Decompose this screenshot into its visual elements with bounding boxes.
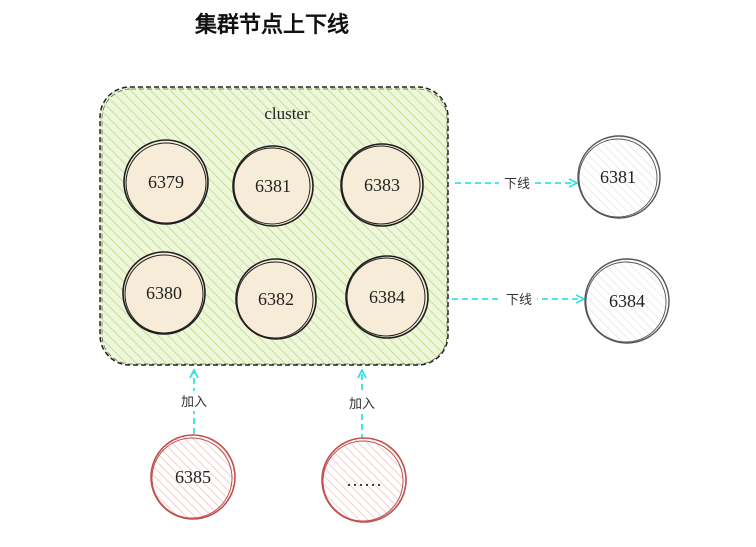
offline-label: 下线 <box>504 177 530 192</box>
joining-node: …… <box>321 437 407 523</box>
cluster-node-label: 6380 <box>146 283 182 303</box>
joining-node-label: …… <box>346 470 382 490</box>
cluster-node: 6382 <box>235 258 317 340</box>
join-arrow: 加入 <box>174 371 214 434</box>
cluster-node: 6380 <box>122 251 206 335</box>
cluster-node-label: 6383 <box>364 175 400 195</box>
join-label: 加入 <box>349 397 375 412</box>
offline-node: 6384 <box>584 258 670 344</box>
joining-node: 6385 <box>150 434 236 520</box>
join-arrow: 加入 <box>342 371 382 440</box>
cluster-node-label: 6384 <box>369 287 405 307</box>
cluster-node-label: 6379 <box>148 172 184 192</box>
offline-arrow: 下线 <box>452 290 583 308</box>
offline-arrow: 下线 <box>455 174 576 192</box>
offline-node-label: 6384 <box>609 291 645 311</box>
join-label: 加入 <box>181 395 207 410</box>
cluster-node-label: 6381 <box>255 176 291 196</box>
cluster-node: 6381 <box>232 145 314 227</box>
joining-node-label: 6385 <box>175 467 211 487</box>
offline-node: 6381 <box>577 135 661 219</box>
offline-label: 下线 <box>506 293 532 308</box>
cluster-node: 6383 <box>340 143 424 227</box>
cluster-node: 6379 <box>123 139 209 225</box>
cluster-node: 6384 <box>345 255 429 339</box>
offline-node-label: 6381 <box>600 167 636 187</box>
diagram-title: 集群节点上下线 <box>194 12 349 38</box>
cluster-label: cluster <box>264 104 310 123</box>
cluster-node-label: 6382 <box>258 289 294 309</box>
